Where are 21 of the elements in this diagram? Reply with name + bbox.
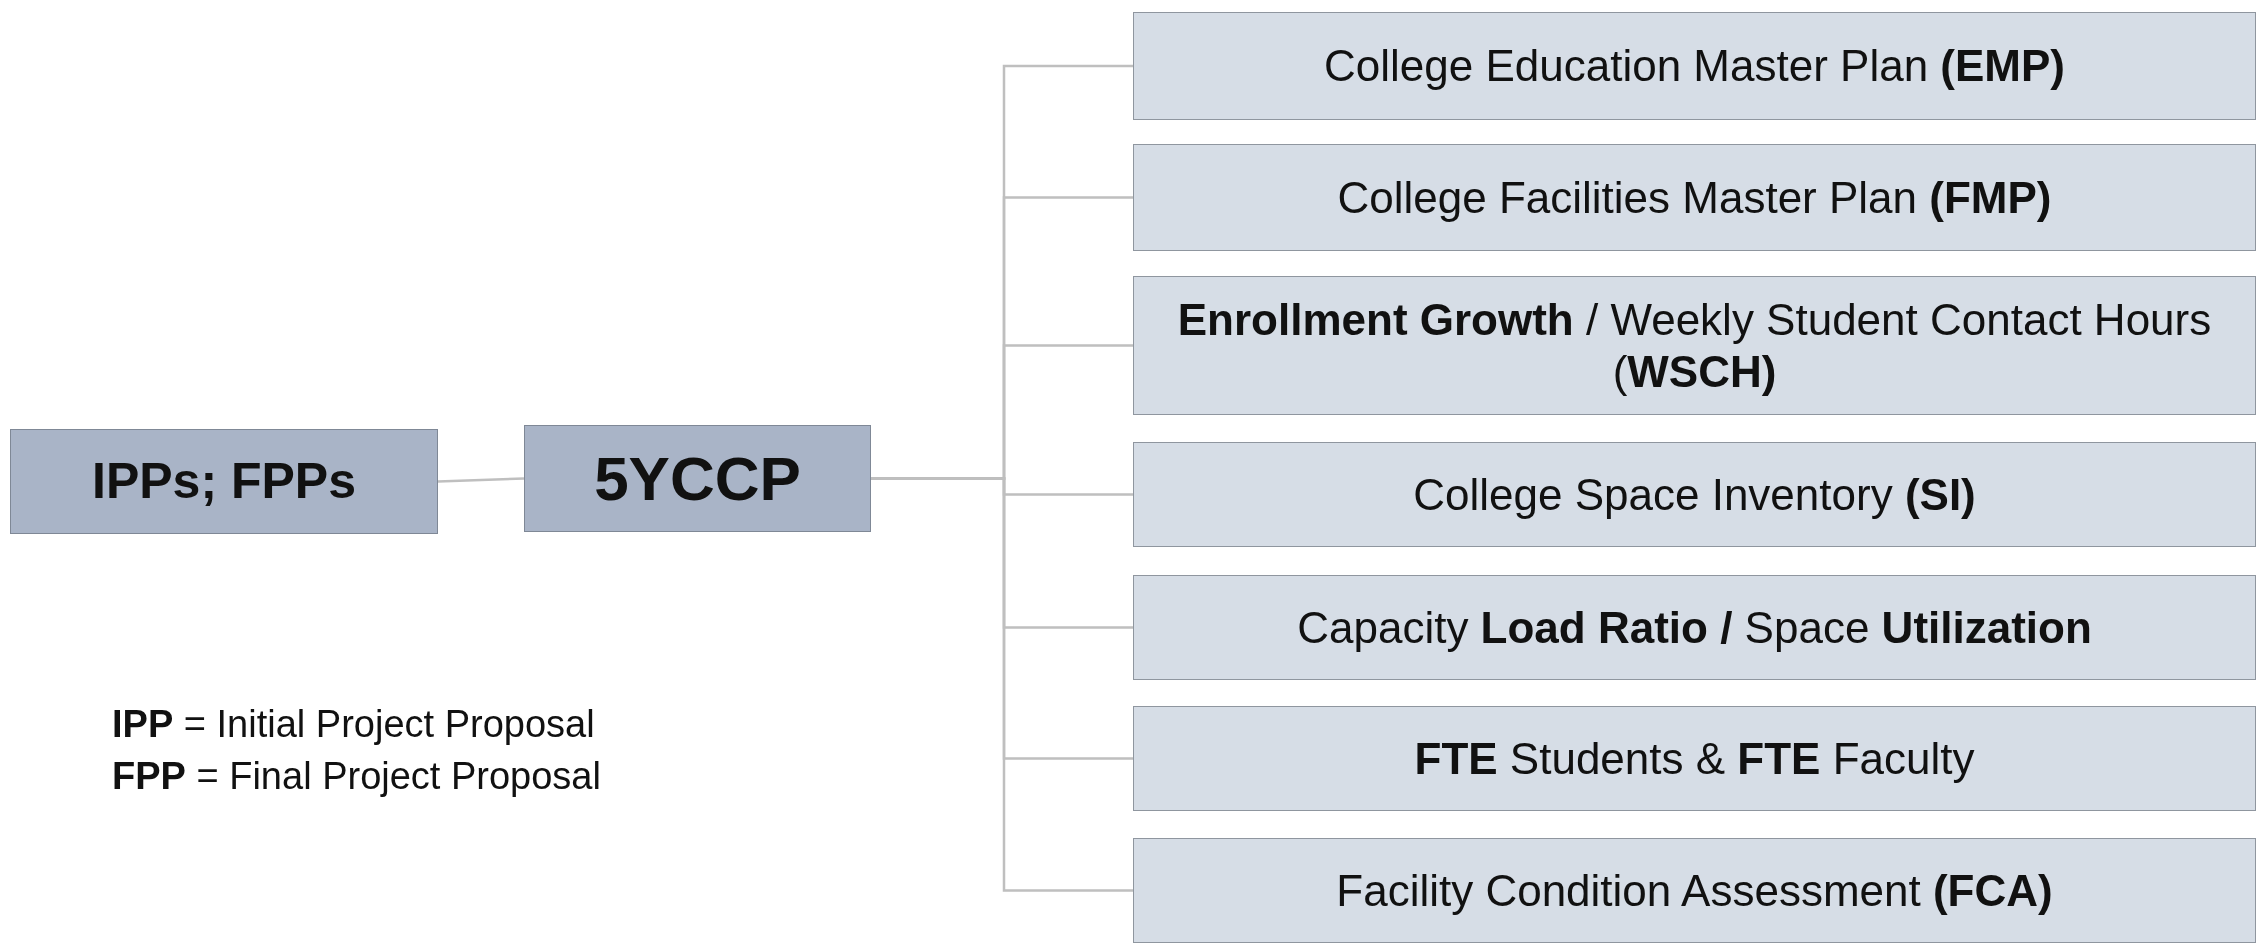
box-label: College Education Master Plan (EMP): [1324, 40, 2065, 92]
box-label: FTE Students & FTE Faculty: [1414, 732, 1975, 785]
process-box: [1133, 838, 2256, 943]
process-box: [1133, 276, 2256, 415]
box-label: Facility Condition Assessment (FCA): [1336, 864, 2053, 917]
process-box: [1133, 442, 2256, 547]
legend-note: IPP = Initial Project Proposal: [112, 703, 595, 746]
box-label: College Facilities Master Plan (FMP): [1337, 171, 2052, 224]
process-box: [1133, 706, 2256, 811]
process-box: [10, 429, 438, 534]
box-label: Capacity Load Ratio / Space Utilization: [1297, 601, 2092, 654]
box-label: College Space Inventory (SI): [1413, 468, 1976, 521]
box-label: 5YCCP: [594, 442, 801, 515]
connector-line: [437, 477, 525, 483]
legend-note: FPP = Final Project Proposal: [112, 755, 601, 798]
process-box: [1133, 144, 2256, 251]
process-box: [1133, 12, 2256, 120]
process-box: [524, 425, 871, 532]
box-label: IPPs; FPPs: [92, 452, 356, 511]
process-box: [1133, 575, 2256, 680]
box-label: Enrollment Growth / Weekly Student Contact Hours (WSCH): [1176, 293, 2213, 398]
